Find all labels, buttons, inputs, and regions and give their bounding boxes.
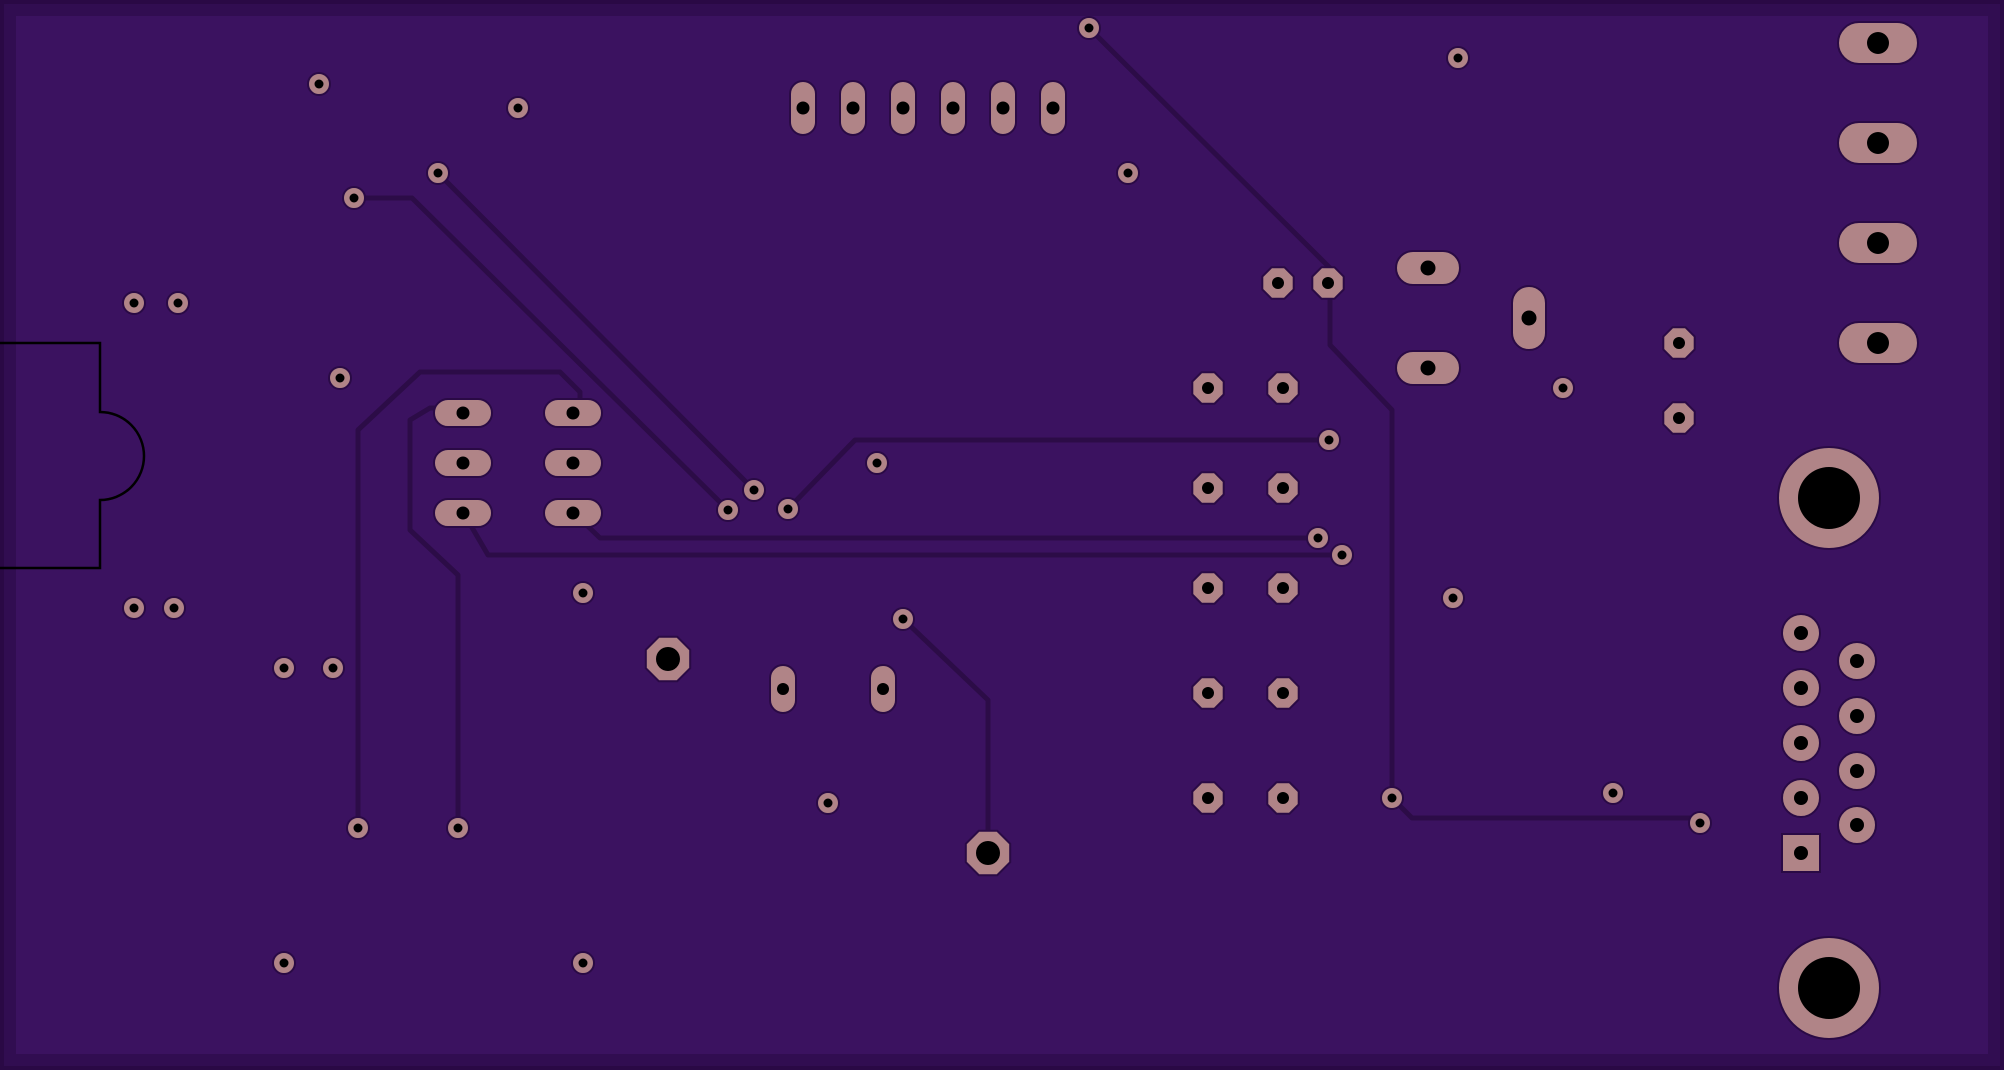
via bbox=[571, 951, 595, 975]
vertical-oval-pad bbox=[769, 664, 797, 714]
dsub-style-connector-pad bbox=[1781, 723, 1821, 763]
octagon-pad bbox=[1662, 326, 1696, 360]
via bbox=[166, 291, 190, 315]
octagon-pad bbox=[1311, 266, 1345, 300]
via bbox=[328, 366, 352, 390]
vias bbox=[122, 16, 1712, 975]
four-pin-connector-pad bbox=[1837, 121, 1919, 165]
octagon-pad bbox=[1191, 571, 1225, 605]
via bbox=[1116, 161, 1140, 185]
six-pin-header-pad bbox=[989, 80, 1017, 136]
four-pin-connector-pad bbox=[1837, 321, 1919, 365]
vertical-oval-pad bbox=[869, 664, 897, 714]
via bbox=[1306, 526, 1330, 550]
via bbox=[1688, 811, 1712, 835]
via bbox=[342, 186, 366, 210]
dsub-style-connector-pad bbox=[1781, 778, 1821, 818]
via bbox=[1446, 46, 1470, 70]
octagon-pad bbox=[1261, 266, 1295, 300]
octagon-pad bbox=[1191, 471, 1225, 505]
via bbox=[307, 72, 331, 96]
dsub-style-connector-pad bbox=[1781, 833, 1821, 873]
four-pin-connector-pad bbox=[1837, 221, 1919, 265]
large-octagon-pad bbox=[644, 635, 692, 683]
via bbox=[446, 816, 470, 840]
six-pin-header-pad bbox=[839, 80, 867, 136]
trace-mid-right bbox=[785, 437, 1332, 512]
octagon-pad bbox=[1266, 676, 1300, 710]
via bbox=[776, 497, 800, 521]
via bbox=[1330, 543, 1354, 567]
trace-left-diag-a bbox=[351, 195, 731, 513]
trace-left-vertical-a bbox=[355, 369, 583, 831]
via bbox=[1441, 586, 1465, 610]
trace-bottom-drop bbox=[900, 616, 991, 855]
dsub-style-connector-pad bbox=[1837, 641, 1877, 681]
via bbox=[272, 656, 296, 680]
octagon-pad bbox=[1191, 371, 1225, 405]
dsub-style-connector-pad bbox=[1781, 613, 1821, 653]
via bbox=[742, 478, 766, 502]
six-pin-header-pad bbox=[939, 80, 967, 136]
mounting-hole bbox=[1777, 936, 1881, 1040]
via bbox=[1380, 786, 1404, 810]
two-by-three-header-pad bbox=[433, 398, 493, 428]
dsub-style-connector-pad bbox=[1837, 751, 1877, 791]
trace-left-diag-b bbox=[435, 170, 757, 493]
two-by-three-header-pad bbox=[543, 498, 603, 528]
via bbox=[1317, 428, 1341, 452]
via bbox=[1601, 781, 1625, 805]
octagon-pad bbox=[1266, 371, 1300, 405]
octagon-pad bbox=[1191, 676, 1225, 710]
six-pin-header-pad bbox=[889, 80, 917, 136]
horizontal-oval-pad bbox=[1395, 250, 1461, 286]
octagon-pad bbox=[1266, 471, 1300, 505]
via bbox=[1077, 16, 1101, 40]
via bbox=[1551, 376, 1575, 400]
octagon-pad bbox=[1662, 401, 1696, 435]
via bbox=[865, 451, 889, 475]
via bbox=[272, 951, 296, 975]
component-pads bbox=[433, 21, 1919, 1040]
large-octagon-pad bbox=[964, 829, 1012, 877]
two-by-three-header-pad bbox=[543, 448, 603, 478]
dsub-style-connector-pad bbox=[1837, 696, 1877, 736]
two-by-three-header-pad bbox=[543, 398, 603, 428]
via bbox=[816, 791, 840, 815]
six-pin-header-pad bbox=[789, 80, 817, 136]
four-pin-connector-pad bbox=[1837, 21, 1919, 65]
via bbox=[122, 596, 146, 620]
two-by-three-header-pad bbox=[433, 498, 493, 528]
via bbox=[891, 607, 915, 631]
via bbox=[716, 498, 740, 522]
via bbox=[426, 161, 450, 185]
dsub-style-connector-pad bbox=[1781, 668, 1821, 708]
octagon-pad bbox=[1266, 781, 1300, 815]
via bbox=[122, 291, 146, 315]
usb-cutout-outline bbox=[0, 341, 146, 570]
mounting-hole bbox=[1777, 446, 1881, 550]
octagon-pad bbox=[1266, 571, 1300, 605]
vertical-oval-pad bbox=[1511, 285, 1547, 351]
horizontal-oval-pad bbox=[1395, 350, 1461, 386]
two-by-three-header-pad bbox=[433, 448, 493, 478]
via bbox=[346, 816, 370, 840]
via bbox=[506, 96, 530, 120]
six-pin-header-pad bbox=[1039, 80, 1067, 136]
dsub-style-connector-pad bbox=[1837, 805, 1877, 845]
via bbox=[162, 596, 186, 620]
via bbox=[571, 581, 595, 605]
octagon-pad bbox=[1191, 781, 1225, 815]
via bbox=[321, 656, 345, 680]
